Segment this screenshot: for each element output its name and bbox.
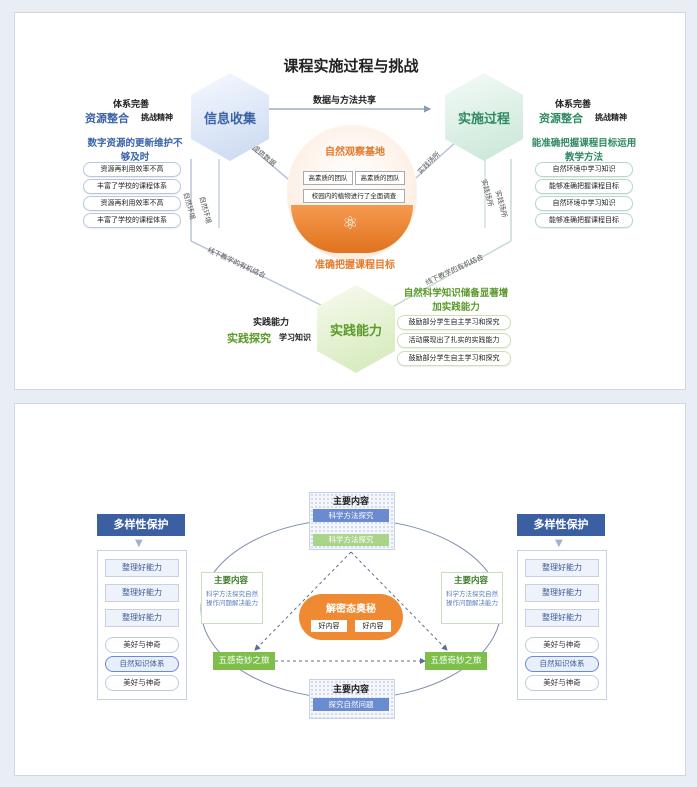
- left-keyword: 挑战精神: [141, 113, 173, 122]
- bottom-right-heading: 自然科学知识储备显著增加实践能力: [403, 288, 509, 313]
- level-item: 整理好能力: [105, 609, 179, 627]
- left-content-header: 主要内容: [213, 576, 248, 586]
- hex-label: 信息收集: [203, 111, 256, 127]
- right-keyword: 挑战精神: [595, 113, 627, 122]
- bottom-node-line: 探究自然问题: [313, 698, 389, 711]
- right-item: 自然环境中学习知识: [535, 196, 633, 211]
- bowl-title: 自然观察基地: [325, 147, 385, 158]
- right-content-text: 科学方法探究自然操作问题解决能力: [446, 590, 498, 607]
- right-content-header: 主要内容: [453, 576, 488, 586]
- level-item: 整理好能力: [105, 559, 179, 577]
- oval-item: 美好与神奇: [105, 675, 179, 691]
- shared-arrow-label: 数据与方法共享: [313, 96, 377, 106]
- bowl-cell: 高素质的团队: [355, 171, 405, 185]
- bowl-cell: 校园内的植物进行了全面调查: [303, 189, 405, 203]
- process-challenge-panel: 课程实施过程与挑战 数据与方法共享 提供数据 实践场所 自然环境 自然环境 实践…: [14, 12, 686, 390]
- right-item: 自然环境中学习知识: [535, 162, 633, 177]
- right-item: 能够准确把握课程目标: [535, 179, 633, 194]
- diagram-title: 课程实施过程与挑战: [283, 57, 419, 75]
- top-node-line: 科学方法探究: [313, 534, 389, 546]
- center-tag: 好内容: [355, 620, 391, 632]
- green-node-left: 五感奇妙之旅: [213, 652, 275, 670]
- oval-item: 自然知识体系: [105, 656, 179, 672]
- oval-item: 美好与神奇: [525, 675, 599, 691]
- level-item: 整理好能力: [525, 609, 599, 627]
- center-title: 解密态奥秘: [326, 604, 376, 615]
- bottom-left-title: 实践能力: [253, 318, 290, 328]
- bottom-node-header: 主要内容: [332, 685, 369, 695]
- right-item: 能够准确把握课程目标: [535, 213, 633, 228]
- hex-label: 实践能力: [329, 323, 382, 339]
- green-node-right: 五感奇妙之旅: [425, 652, 487, 670]
- center-oval: [299, 594, 403, 640]
- hex-label: 实施过程: [457, 111, 510, 127]
- bowl-caption: 准确把握课程目标: [315, 260, 395, 271]
- level-item: 整理好能力: [105, 584, 179, 602]
- chevron-down-icon: ▼: [135, 538, 143, 549]
- chevron-down-icon: ▼: [555, 538, 563, 549]
- diversity-panel: 多样性保护 ▼ 整理好能力 整理好能力 整理好能力 美好与神奇 自然知识体系 美…: [14, 403, 686, 776]
- left-item: 丰富了学校的课程体系: [83, 213, 181, 228]
- bottom-left-keyword: 学习知识: [279, 333, 311, 342]
- left-item: 资源再利用效率不高: [83, 196, 181, 211]
- bottom-right-item: 鼓励部分学生自主学习和探究: [397, 351, 511, 366]
- oval-item: 美好与神奇: [525, 637, 599, 653]
- bottom-left-keyword: 实践探究: [227, 332, 271, 345]
- center-tag: 好内容: [311, 620, 347, 632]
- bowl-cell: 高素质的团队: [303, 171, 353, 185]
- top-node-line: 科学方法探究: [313, 509, 389, 522]
- atom-icon: ⚛: [342, 213, 359, 234]
- oval-item: 美好与神奇: [105, 637, 179, 653]
- right-heading: 能准确把握课程目标运用教学方法: [531, 138, 637, 163]
- bottom-right-item: 鼓励部分学生自主学习和探究: [397, 315, 511, 330]
- left-block-title: 体系完善: [113, 100, 150, 110]
- left-content-text: 科学方法探究自然操作问题解决能力: [206, 590, 258, 607]
- left-item: 丰富了学校的课程体系: [83, 179, 181, 194]
- level-item: 整理好能力: [525, 559, 599, 577]
- right-content-box: [441, 572, 503, 624]
- diversity-header-left: 多样性保护: [97, 514, 185, 536]
- right-block-title: 体系完善: [555, 100, 592, 110]
- left-heading: 数字资源的更新维护不够及时: [87, 138, 183, 163]
- top-node-header: 主要内容: [332, 497, 369, 507]
- left-content-box: [201, 572, 263, 624]
- right-keyword: 资源整合: [539, 112, 583, 125]
- level-item: 整理好能力: [525, 584, 599, 602]
- oval-item: 自然知识体系: [525, 656, 599, 672]
- bottom-right-item: 活动展现出了扎实的实践能力: [397, 333, 511, 348]
- diversity-header-right: 多样性保护: [517, 514, 605, 536]
- left-keyword: 资源整合: [85, 112, 129, 125]
- left-item: 资源再利用效率不高: [83, 162, 181, 177]
